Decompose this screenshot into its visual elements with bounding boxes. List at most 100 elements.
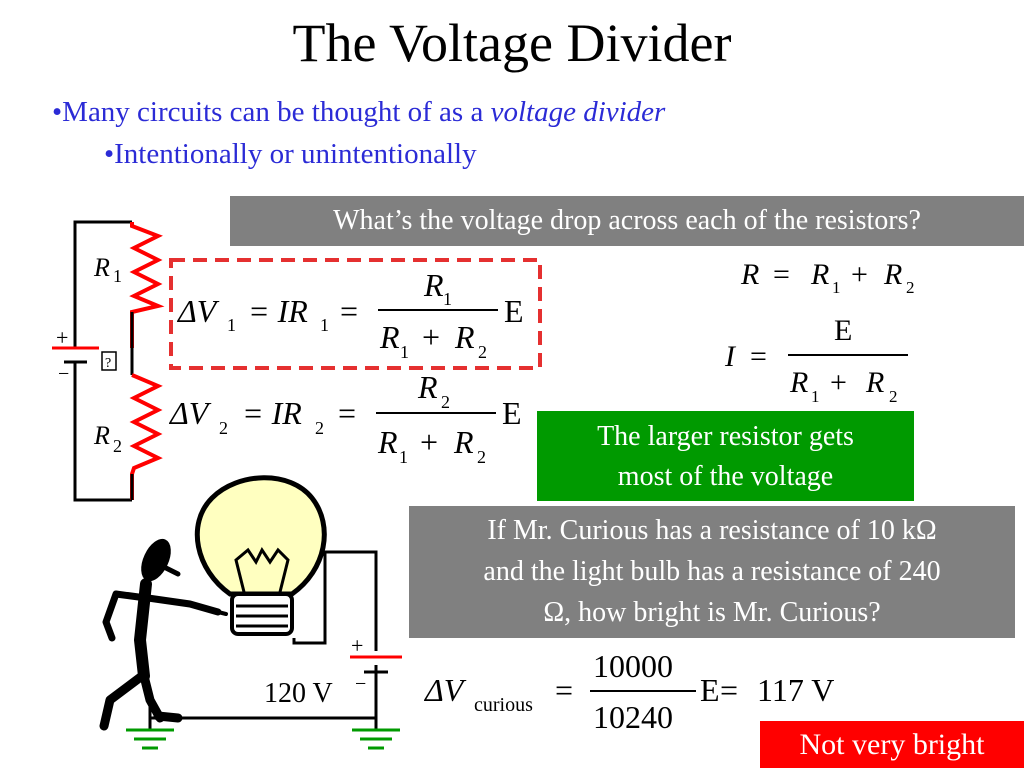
curious-eq2: = bbox=[720, 672, 738, 708]
dv2-mid: = IR bbox=[242, 395, 302, 431]
dv1-den: R bbox=[379, 319, 400, 355]
battery-minus: − bbox=[58, 363, 69, 385]
r2-subscript: 2 bbox=[113, 436, 122, 456]
dv1-den-sub1: 1 bbox=[400, 342, 409, 362]
resistor-r2 bbox=[129, 373, 163, 500]
curious-result: 117 V bbox=[757, 672, 834, 708]
i-den-r2-sub: 2 bbox=[889, 387, 898, 406]
source-voltage-label: 120 V bbox=[264, 678, 333, 709]
dv1-emf: E bbox=[504, 293, 524, 329]
dv2-eq: = bbox=[338, 395, 356, 431]
dv2-plus: + bbox=[420, 424, 438, 460]
bulb-glass bbox=[194, 475, 327, 597]
i-den-r2: R bbox=[865, 366, 884, 399]
i-den-r1-sub: 1 bbox=[811, 387, 820, 406]
dv1-mid-sub: 1 bbox=[320, 315, 329, 335]
dv1-den2: R bbox=[454, 319, 475, 355]
question-box: What’s the voltage drop across each of t… bbox=[230, 196, 1024, 246]
equation-r-total: R = R 1 + R 2 bbox=[740, 258, 915, 297]
figure-foot bbox=[153, 711, 183, 723]
curious-lhs: ΔV bbox=[423, 672, 467, 708]
r1-subscript: 1 bbox=[113, 266, 122, 286]
figure-head bbox=[141, 538, 171, 582]
i-den-r1: R bbox=[789, 366, 808, 399]
dv2-num: R bbox=[417, 369, 438, 405]
dv2-emf: E bbox=[502, 395, 522, 431]
dv2-num-sub: 2 bbox=[441, 392, 450, 412]
i-eq: = bbox=[750, 340, 767, 373]
dv1-eq: = bbox=[340, 293, 358, 329]
figure-leg-left bbox=[99, 671, 147, 731]
mr-curious-figure bbox=[99, 538, 228, 731]
dv2-lhs-sub: 2 bbox=[219, 418, 228, 438]
figure-finger bbox=[216, 610, 228, 616]
circuit-wire bbox=[73, 362, 132, 502]
rt-r2-sub: 2 bbox=[906, 278, 915, 297]
equation-dv2: ΔV 2 = IR 2 = R 2 R 1 + R 2 E bbox=[168, 369, 522, 467]
rt-r1-sub: 1 bbox=[832, 278, 841, 297]
dv1-num-sub: 1 bbox=[443, 289, 452, 309]
bullet-emphasis: voltage divider bbox=[490, 96, 666, 128]
bullet-voltage-divider: •Many circuits can be thought of as a vo… bbox=[52, 96, 665, 129]
equation-current: I = E R 1 + R 2 bbox=[724, 314, 908, 406]
rt-r1: R bbox=[810, 258, 829, 291]
dv2-lhs: ΔV bbox=[168, 395, 212, 431]
figure-nose bbox=[159, 563, 181, 577]
rt-plus: + bbox=[851, 258, 868, 291]
dv2-mid-sub: 2 bbox=[315, 418, 324, 438]
note-line-1: The larger resistor gets bbox=[597, 421, 854, 452]
dv1-plus: + bbox=[422, 319, 440, 355]
dv1-den-sub2: 2 bbox=[478, 342, 487, 362]
not-very-bright-box: Not very bright bbox=[760, 721, 1024, 768]
bulb-battery-plus: + bbox=[351, 633, 363, 658]
r2-label: R bbox=[93, 421, 110, 450]
figure-arm-back bbox=[102, 590, 150, 642]
curious-eq: = bbox=[555, 672, 573, 708]
note-line-2: most of the voltage bbox=[617, 461, 834, 492]
source-glyph: ? bbox=[105, 356, 111, 371]
circuit-wire bbox=[148, 665, 378, 720]
equation-dv1: ΔV 1 = IR 1 = R 1 R 1 + R 2 E bbox=[176, 267, 524, 362]
r1-label: R bbox=[93, 253, 110, 282]
rt-lhs: R bbox=[740, 258, 759, 291]
i-num: E bbox=[834, 314, 852, 347]
dv1-lhs: ΔV bbox=[176, 293, 220, 329]
curious-line-2: and the light bulb has a resistance of 2… bbox=[483, 556, 941, 587]
rt-eq: = bbox=[773, 258, 790, 291]
equation-curious: ΔV curious = 10000 10240 E = 117 V bbox=[423, 648, 834, 735]
circuit-wire bbox=[73, 220, 132, 348]
bulb-base bbox=[230, 592, 294, 636]
curious-line-3: Ω, how bright is Mr. Curious? bbox=[543, 597, 881, 628]
circuit-wire bbox=[292, 550, 378, 651]
curious-question-box: If Mr. Curious has a resistance of 10 kΩ… bbox=[409, 506, 1015, 638]
i-plus: + bbox=[830, 366, 847, 399]
resistor-r1 bbox=[129, 222, 165, 348]
divider-circuit bbox=[73, 220, 132, 502]
dv2-den2: R bbox=[453, 424, 474, 460]
bulb-filament bbox=[234, 547, 290, 593]
curious-lhs-sub: curious bbox=[474, 694, 533, 716]
battery-plus: + bbox=[56, 325, 68, 350]
curious-emf: E bbox=[700, 672, 720, 708]
battery-symbol bbox=[52, 346, 99, 364]
bullet-text: •Many circuits can be thought of as a bbox=[52, 96, 491, 128]
slide-title: The Voltage Divider bbox=[292, 13, 732, 73]
dv1-lhs-sub: 1 bbox=[227, 315, 236, 335]
dv1-mid: = IR bbox=[248, 293, 308, 329]
larger-resistor-note: The larger resistor gets most of the vol… bbox=[537, 411, 914, 501]
rt-r2: R bbox=[883, 258, 902, 291]
dv1-highlight-box bbox=[169, 258, 542, 370]
bullet-intentionally: •Intentionally or unintentionally bbox=[104, 138, 477, 170]
dv1-num: R bbox=[423, 267, 444, 303]
curious-den: 10240 bbox=[593, 699, 673, 735]
ground-icon bbox=[352, 728, 400, 750]
figure-torso bbox=[134, 578, 152, 682]
ground-icon bbox=[126, 728, 174, 750]
figure-arm-pointing bbox=[144, 594, 222, 616]
bulb-battery bbox=[350, 655, 402, 674]
light-bulb-icon bbox=[194, 475, 327, 636]
i-lhs: I bbox=[724, 340, 737, 373]
dv2-den: R bbox=[377, 424, 398, 460]
dv2-den-sub1: 1 bbox=[399, 447, 408, 467]
